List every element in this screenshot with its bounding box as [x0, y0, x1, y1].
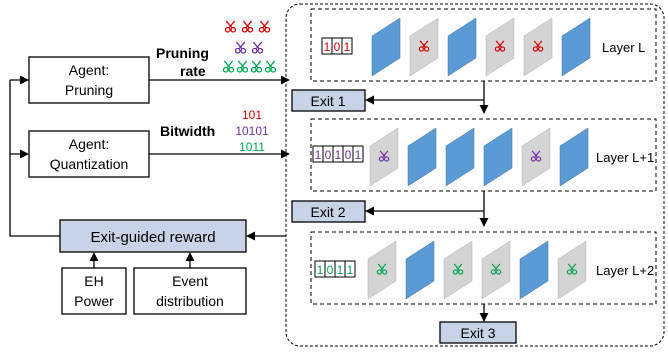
bit-digit: 1 — [344, 40, 351, 54]
bit-digit: 0 — [327, 263, 334, 277]
layer-l2-code: 1 0 1 1 — [314, 260, 356, 278]
scissors-icon — [234, 41, 247, 54]
feature-plane — [447, 17, 477, 77]
scissors-icon — [250, 60, 263, 73]
event-distribution-box: Event distribution — [133, 267, 247, 315]
pruning-agent-name: Pruning — [65, 82, 113, 98]
network-container — [285, 3, 665, 347]
pruned-plane — [485, 17, 515, 77]
pruning-scissors-red-row — [224, 20, 271, 33]
reward-feedback-line — [9, 80, 60, 237]
feature-plane — [483, 127, 513, 187]
bitwidth-label: Bitwidth — [160, 123, 215, 139]
quantization-agent-box: Agent: Quantization — [28, 130, 150, 178]
bit-digit: 1 — [324, 40, 331, 54]
pruned-plane — [521, 127, 551, 187]
eh-power-line2: Power — [74, 293, 114, 309]
scissors-icon — [224, 20, 237, 33]
pruning-rate-label-line2: rate — [180, 63, 206, 79]
event-distribution-line2: distribution — [156, 293, 224, 309]
bit-digit: 0 — [325, 148, 332, 162]
eh-power-box: EH Power — [61, 267, 127, 315]
quantization-agent-title: Agent: — [69, 136, 109, 152]
bit-digit: 1 — [347, 263, 354, 277]
scissors-icon — [222, 60, 235, 73]
bit-digit: 1 — [317, 263, 324, 277]
exit-2-box: Exit 2 — [291, 200, 366, 223]
eh-power-line1: EH — [84, 273, 103, 289]
feature-plane — [561, 17, 591, 77]
pruning-scissors-purple-row — [234, 41, 264, 54]
pruned-plane — [481, 240, 511, 300]
feature-plane — [519, 240, 549, 300]
quantization-agent-name: Quantization — [50, 156, 129, 172]
layer-l-planes — [371, 17, 591, 77]
pruning-agent-title: Agent: — [69, 62, 109, 78]
layer-l-label: Layer L — [602, 40, 645, 55]
pruned-plane — [557, 240, 587, 300]
reward-label: Exit-guided reward — [90, 229, 215, 246]
feature-plane — [445, 127, 475, 187]
exit-1-label: Exit 1 — [310, 93, 345, 109]
scissors-icon — [264, 60, 277, 73]
feature-plane — [405, 240, 435, 300]
pruned-plane — [367, 240, 397, 300]
exit-2-label: Exit 2 — [310, 204, 345, 220]
pruned-plane — [443, 240, 473, 300]
bit-digit: 1 — [315, 148, 322, 162]
pruned-plane — [523, 17, 553, 77]
scissors-icon — [258, 20, 271, 33]
layer-l2-label: Layer L+2 — [596, 263, 654, 278]
event-distribution-line1: Event — [172, 273, 208, 289]
feature-plane — [559, 127, 589, 187]
pruned-plane — [409, 17, 439, 77]
scissors-icon — [236, 60, 249, 73]
feature-plane — [371, 17, 401, 77]
layer-l-code: 1 0 1 — [321, 37, 353, 55]
scissors-icon — [251, 41, 264, 54]
pruned-plane — [369, 127, 399, 187]
bit-digit: 0 — [345, 148, 352, 162]
layer-l1-label: Layer L+1 — [596, 150, 654, 165]
exit-guided-reward-box: Exit-guided reward — [59, 219, 247, 253]
exit-1-box: Exit 1 — [291, 89, 366, 112]
layer-l1-planes — [369, 127, 589, 187]
bit-digit: 1 — [355, 148, 362, 162]
layer-l1-code: 1 0 1 0 1 — [312, 145, 364, 163]
bitwidth-code-purple: 10101 — [235, 124, 269, 138]
feature-plane — [407, 127, 437, 187]
exit-3-label: Exit 3 — [460, 325, 495, 341]
bit-digit: 1 — [335, 148, 342, 162]
pruning-rate-label-line1: Pruning — [156, 45, 209, 61]
layer-l2-planes — [367, 240, 587, 300]
pruning-scissors-green-row — [222, 60, 277, 73]
exit-3-box: Exit 3 — [439, 321, 517, 344]
bit-digit: 1 — [337, 263, 344, 277]
bitwidth-code-red: 101 — [242, 108, 262, 122]
scissors-icon — [241, 20, 254, 33]
bitwidth-code-green: 1011 — [239, 140, 265, 154]
pruning-agent-box: Agent: Pruning — [28, 56, 150, 104]
bit-digit: 0 — [334, 40, 341, 54]
